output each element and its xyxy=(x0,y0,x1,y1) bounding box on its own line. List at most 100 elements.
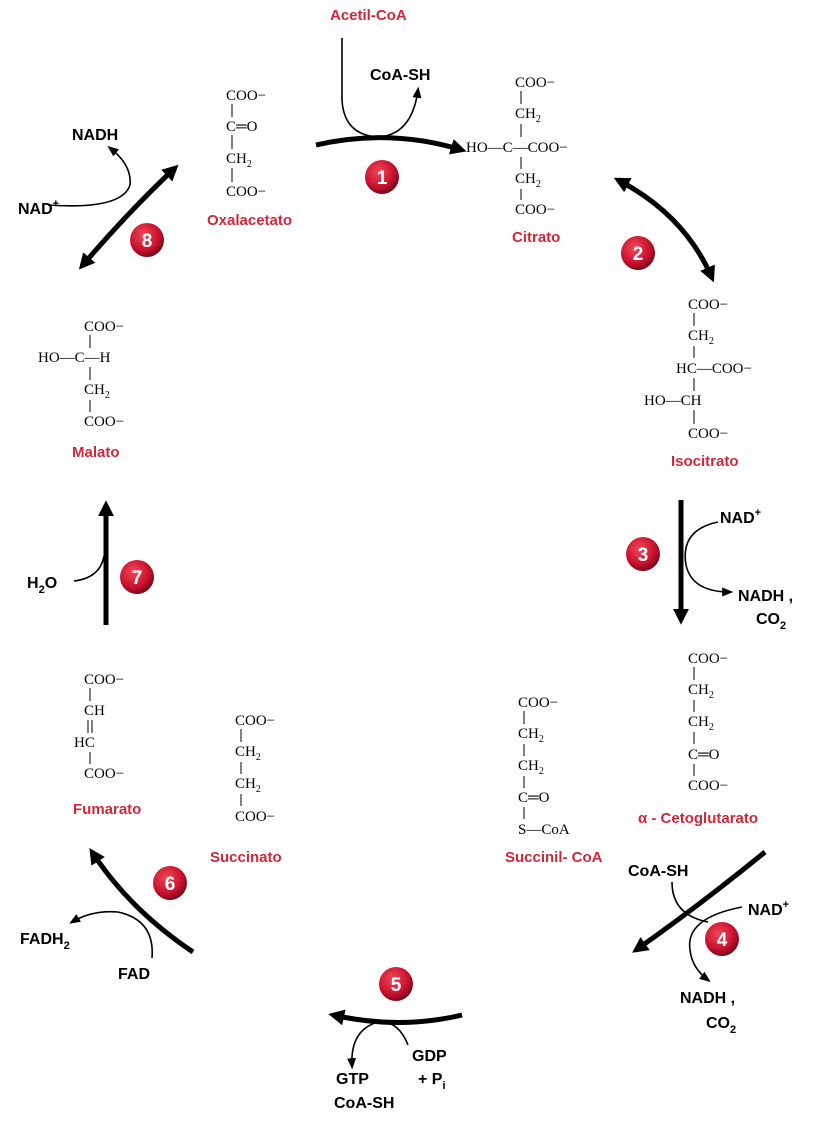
svg-text:2: 2 xyxy=(633,244,644,265)
step3-side-arrow xyxy=(684,521,734,597)
svg-text:COO−: COO− xyxy=(84,319,124,335)
step5-coa-sh-label: CoA-SH xyxy=(334,1095,394,1112)
svg-text:HC: HC xyxy=(74,735,95,751)
step1-coa-sh-label: CoA-SH xyxy=(370,67,430,84)
svg-text:COO−: COO− xyxy=(688,297,728,313)
step3-nad-label: NAD+ xyxy=(720,507,761,527)
step7-h2o-label: H2O xyxy=(27,575,57,596)
svg-text:8: 8 xyxy=(142,231,153,252)
step4-co2-label: CO2 xyxy=(706,1015,736,1036)
svg-text:CH2: CH2 xyxy=(688,682,714,701)
svg-text:C═O: C═O xyxy=(518,790,550,806)
step8-nadh-label: NADH xyxy=(72,127,118,144)
step6-arrow xyxy=(89,847,195,955)
svg-text:1: 1 xyxy=(377,168,388,189)
svg-text:COO−: COO− xyxy=(235,809,275,825)
oxalacetato-label: Oxalacetato xyxy=(207,212,292,229)
svg-text:CH2: CH2 xyxy=(688,328,714,347)
step-badge-2: 2 xyxy=(621,236,655,270)
cetoglutarato-label: α - Cetoglutarato xyxy=(638,810,758,827)
svg-text:COO−: COO− xyxy=(688,778,728,794)
step-badge-5: 5 xyxy=(379,967,413,1001)
svg-text:CH2: CH2 xyxy=(688,714,714,733)
step-badge-6: 6 xyxy=(153,866,187,900)
svg-text:COO−: COO− xyxy=(226,88,266,104)
step-badge-4: 4 xyxy=(705,922,739,956)
step-badge-3: 3 xyxy=(626,537,660,571)
step-badge-1: 1 xyxy=(365,160,399,194)
svg-text:3: 3 xyxy=(638,545,649,566)
svg-text:COO−: COO− xyxy=(226,184,266,200)
svg-text:COO−: COO− xyxy=(688,651,728,667)
svg-text:COO−: COO− xyxy=(518,695,558,711)
step3-co2-label: CO2 xyxy=(756,611,786,632)
svg-text:COO−: COO− xyxy=(235,713,275,729)
step4-arrow xyxy=(632,850,767,953)
svg-text:COO−: COO− xyxy=(84,414,124,430)
svg-text:4: 4 xyxy=(717,930,728,951)
svg-text:CH2: CH2 xyxy=(84,382,110,401)
step-badge-7: 7 xyxy=(120,560,154,594)
step8-nad-label: NAD+ xyxy=(18,198,59,218)
svg-text:COO−: COO− xyxy=(515,202,555,218)
step6-fad-label: FAD xyxy=(118,966,150,983)
svg-text:C═O: C═O xyxy=(226,119,258,135)
step5-pi-label: + Pi xyxy=(418,1071,446,1092)
isocitrato-label: Isocitrato xyxy=(671,453,739,470)
svg-text:HC—COO−: HC—COO− xyxy=(676,361,752,377)
step2-arrow xyxy=(613,177,715,283)
malato-structure: COO− HO—C—H CH2 COO− xyxy=(38,319,124,430)
svg-text:C═O: C═O xyxy=(688,747,720,763)
svg-text:COO−: COO− xyxy=(688,426,728,442)
step5-side-arrow xyxy=(347,1021,409,1070)
svg-text:7: 7 xyxy=(132,568,143,589)
step4-coa-side-arrow xyxy=(671,881,709,923)
succinato-label: Succinato xyxy=(210,849,282,866)
cetoglutarato-structure: COO− CH2 CH2 C═O COO− xyxy=(688,651,728,794)
fumarato-structure: COO− CH HC COO− xyxy=(74,672,124,782)
succinil-coa-structure: COO− CH2 CH2 C═O S—CoA xyxy=(518,695,570,838)
svg-text:CH2: CH2 xyxy=(226,151,252,170)
step3-nadh-label: NADH , xyxy=(738,588,793,605)
step7-water-side-arrow xyxy=(73,555,105,582)
step5-gtp-label: GTP xyxy=(336,1071,369,1088)
step4-nadh-label: NADH , xyxy=(680,990,735,1007)
svg-text:HO—CH: HO—CH xyxy=(644,393,702,409)
step-badge-8: 8 xyxy=(130,223,164,257)
succinato-structure: COO− CH2 CH2 COO− xyxy=(235,713,275,825)
svg-text:CH: CH xyxy=(84,703,105,719)
svg-text:S—CoA: S—CoA xyxy=(518,822,570,838)
step4-nad-label: NAD+ xyxy=(748,899,789,919)
svg-text:CH2: CH2 xyxy=(235,744,261,763)
fumarato-label: Fumarato xyxy=(73,801,141,818)
step4-coa-sh-label: CoA-SH xyxy=(628,863,688,880)
svg-text:6: 6 xyxy=(165,874,176,895)
svg-text:CH2: CH2 xyxy=(235,776,261,795)
svg-text:CH2: CH2 xyxy=(515,171,541,190)
step8-side-arrow xyxy=(47,145,131,207)
svg-text:HO—C—H: HO—C—H xyxy=(38,350,111,366)
svg-text:CH2: CH2 xyxy=(518,726,544,745)
acetil-coa-label: Acetil-CoA xyxy=(330,7,407,24)
citrato-label: Citrato xyxy=(512,229,560,246)
citrato-structure: COO− CH2 HO—C—COO− CH2 COO− xyxy=(466,75,568,218)
svg-text:COO−: COO− xyxy=(84,766,124,782)
malato-label: Malato xyxy=(72,444,120,461)
svg-text:COO−: COO− xyxy=(84,672,124,688)
step1-arrow xyxy=(315,135,467,155)
step5-gdp-label: GDP xyxy=(412,1048,447,1065)
step8-arrow xyxy=(78,164,179,270)
svg-text:CH2: CH2 xyxy=(515,106,541,125)
oxalacetato-structure: COO− C═O CH2 COO− xyxy=(226,88,266,200)
step4-nad-side-arrow xyxy=(688,906,743,983)
step6-side-arrow xyxy=(69,910,153,959)
isocitrato-structure: COO− CH2 HC—COO− HO—CH COO− xyxy=(644,297,752,442)
svg-text:COO−: COO− xyxy=(515,75,555,91)
step1-coa-side-arrow xyxy=(341,38,422,138)
svg-text:5: 5 xyxy=(391,975,402,996)
svg-text:CH2: CH2 xyxy=(518,758,544,777)
step5-arrow xyxy=(328,1009,463,1026)
step6-fadh2-label: FADH2 xyxy=(20,931,70,952)
succinil-coa-label: Succinil- CoA xyxy=(505,849,603,866)
